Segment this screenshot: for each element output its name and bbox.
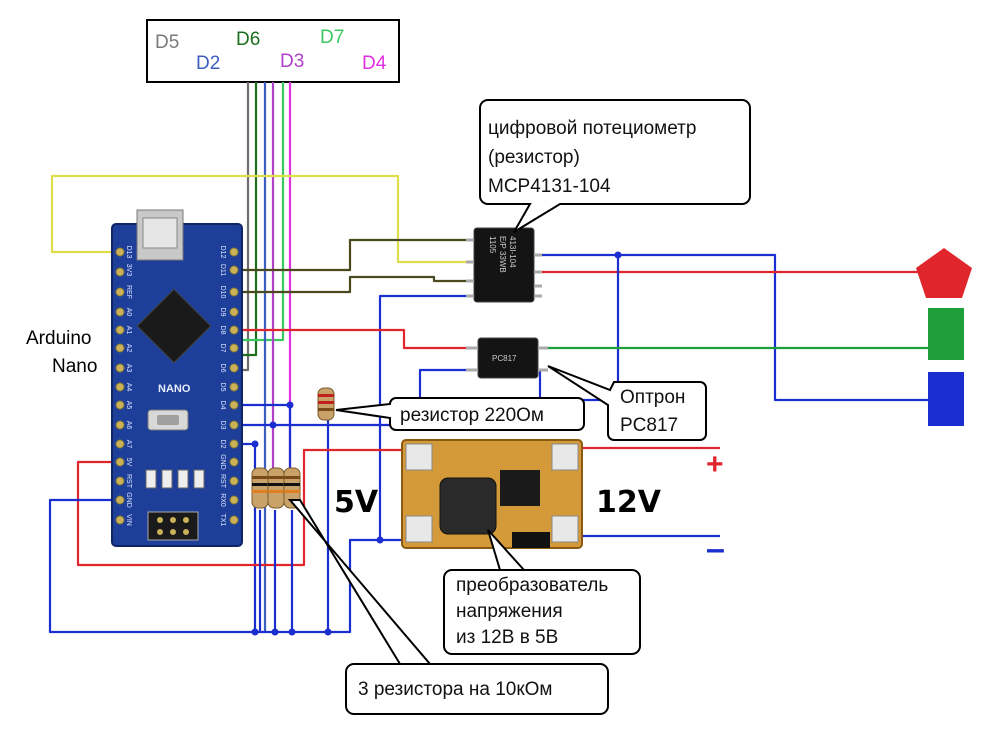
pin-label-right-d11: D11	[219, 264, 226, 276]
pin-label-left-vin: VIN	[125, 514, 132, 526]
pin-label-left-a0: A0	[125, 308, 132, 317]
pin-label-left-5v: 5V	[125, 458, 132, 467]
wire-olive-1	[232, 238, 470, 272]
callout-optocoupler: Оптрон PC817	[547, 365, 707, 441]
connector-box: D5 D6 D7 D2 D3 D4	[146, 19, 400, 83]
pin-label-left-3v3: 3V3	[125, 264, 132, 277]
led-indicators	[916, 248, 972, 426]
callout-resistors-10k-text: 3 резистора на 10кОм	[358, 679, 552, 700]
label-d7: D7	[320, 27, 344, 48]
callout-opto-line1: Оптрон	[620, 387, 685, 408]
pin-label-left-rst: RST	[125, 474, 132, 489]
pin-label-right-d3: D3	[219, 421, 226, 430]
pin-label-right-d10: D10	[219, 286, 226, 299]
blue-led	[928, 372, 964, 426]
wire-red-d8	[232, 328, 470, 350]
callout-resistor-220-text: резистор 220Ом	[400, 405, 544, 426]
left-pin-holes	[115, 247, 125, 525]
callout-conv-line3: из 12В в 5В	[456, 627, 558, 648]
wire-yellow	[50, 174, 470, 264]
green-led	[928, 308, 964, 360]
arduino-label-1: Arduino	[26, 328, 92, 349]
voltage-converter-board	[401, 439, 583, 549]
callout-opto-line2: PC817	[620, 415, 678, 436]
pin-label-right-tx1: TX1	[219, 514, 226, 527]
wire-blue-gnd	[48, 498, 380, 634]
pc817-marking: PC817	[492, 354, 517, 363]
pin-label-left-a3: A3	[125, 364, 132, 373]
wire-blue-led	[540, 253, 928, 402]
pin-label-left-a1: A1	[125, 326, 132, 335]
mcp4131-chip: 413I-104 E/P 33WB 1105	[466, 227, 542, 303]
pin-label-left-d13: D13	[125, 246, 132, 259]
wire-olive-2	[232, 275, 470, 294]
callout-resistor-220: резистор 220Ом	[335, 397, 585, 431]
pc817-chip: PC817	[466, 337, 548, 379]
pin-label-left-a6: A6	[125, 421, 132, 430]
label-d2: D2	[196, 53, 220, 74]
callout-pot-line3: MCP4131-104	[488, 176, 611, 197]
label-5v: 5V	[334, 485, 379, 520]
pin-label-left-a2: A2	[125, 344, 132, 353]
callout-conv-line1: преобразователь	[456, 575, 608, 596]
mcp-marking-1: 413I-104	[508, 236, 517, 268]
wire-d7	[232, 82, 285, 342]
resistor-220	[317, 387, 335, 421]
right-pin-holes	[229, 247, 239, 525]
pin-label-left-a4: A4	[125, 383, 132, 392]
callout-resistors-10k: 3 резистора на 10кОм	[287, 499, 609, 715]
pin-label-right-d6: D6	[219, 364, 226, 373]
callout-potentiometer: цифровой потециометр (резистор) MCP4131-…	[479, 99, 751, 233]
pin-label-right-gnd: GND	[219, 454, 226, 470]
minus-sign: –	[706, 530, 725, 568]
mcp-marking-3: 1105	[488, 236, 497, 254]
resistors-10k	[251, 467, 301, 509]
pin-label-right-d5: D5	[219, 383, 226, 392]
mcu-chip: NANO	[136, 288, 212, 395]
pin-label-right-rst: RST	[219, 474, 226, 489]
label-12v: 12V	[596, 485, 662, 520]
pin-label-left-gnd: GND	[125, 492, 132, 508]
callout-converter: преобразователь напряжения из 12В в 5В	[443, 529, 641, 655]
callout-conv-line2: напряжения	[456, 601, 563, 622]
red-pentagon-led	[916, 248, 972, 298]
wire-blue-mcp	[378, 294, 470, 542]
pin-label-right-d12: D12	[219, 246, 226, 259]
mcp-marking-2: E/P 33WB	[498, 236, 507, 273]
arduino-label-2: Nano	[52, 356, 97, 377]
plus-sign: +	[706, 448, 724, 481]
callout-pot-line1: цифровой потециометр	[488, 118, 696, 139]
pin-label-right-d7: D7	[219, 344, 226, 353]
pin-label-right-rx0: RX0	[219, 493, 226, 507]
label-d6: D6	[236, 29, 260, 50]
chip-text: NANO	[158, 383, 191, 395]
label-d3: D3	[280, 51, 304, 72]
label-d5: D5	[155, 32, 179, 53]
pin-label-right-d8: D8	[219, 326, 226, 335]
callout-pot-line2: (резистор)	[488, 147, 580, 168]
pin-label-right-d4: D4	[219, 401, 226, 410]
label-d4: D4	[362, 53, 387, 74]
pin-label-right-d2: D2	[219, 440, 226, 449]
pin-label-left-ref: REF	[125, 285, 132, 299]
wire-red-5v	[76, 448, 420, 567]
pin-label-left-a7: A7	[125, 440, 132, 449]
pin-label-right-d9: D9	[219, 308, 226, 317]
pin-label-left-a5: A5	[125, 401, 132, 410]
